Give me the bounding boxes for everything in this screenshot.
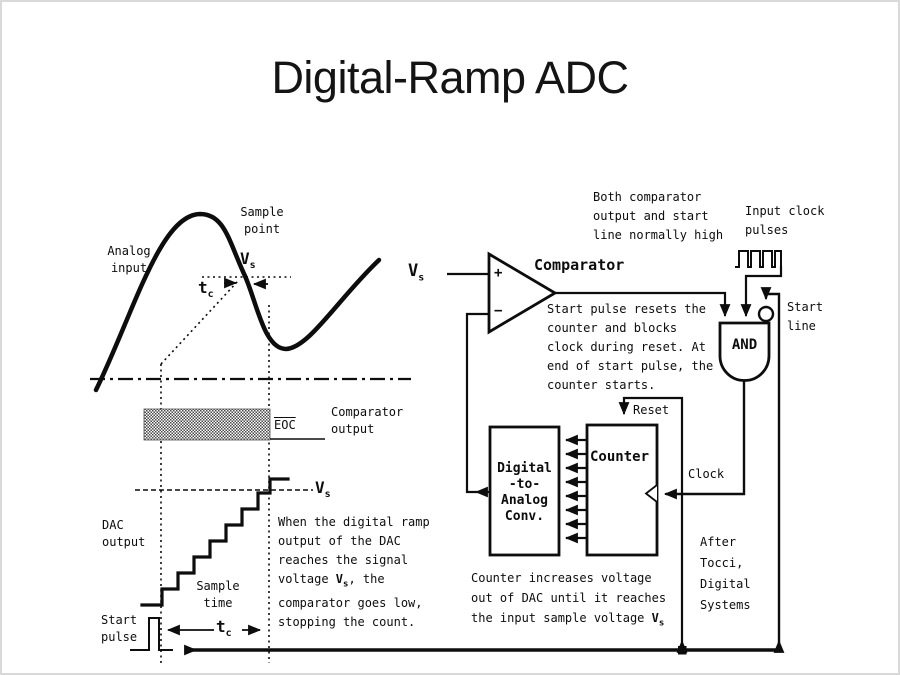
wire-junction-dot	[678, 646, 687, 655]
dac-box	[488, 425, 561, 557]
comparator-output-label: Comparator output	[331, 405, 404, 436]
comparator-minus-sign: −	[494, 303, 503, 319]
digital-bus-arrows	[564, 434, 587, 544]
counter-label: Counter	[590, 449, 650, 465]
clock-input-wire	[744, 266, 783, 312]
input-clock-pulses-label: Input clock pulses	[745, 204, 825, 237]
credit-note: After Tocci, Digital Systems	[700, 535, 751, 612]
reset-label: Reset	[633, 403, 670, 417]
start-pulse-waveform	[130, 617, 173, 651]
clock-pulses-icon	[735, 250, 782, 268]
dac-converter-label: Digital -to- Analog Conv.	[497, 461, 552, 524]
and-gate-label: AND	[731, 337, 758, 353]
and-output-wire	[666, 380, 746, 496]
clock-wedge-icon	[644, 484, 658, 503]
dac-staircase	[140, 477, 290, 607]
and-gate-symbol	[718, 321, 771, 382]
comparator-plus-sign: +	[494, 265, 503, 281]
tc-conversion-label: tc	[198, 278, 214, 301]
eoc-label: EOC	[274, 418, 296, 432]
comparator-output-bar	[143, 408, 271, 441]
dotted-diagonal	[160, 280, 239, 365]
sample-point-label: Sample point	[240, 205, 284, 236]
when-ramp-note: When the digital ramp output of the DAC …	[278, 515, 430, 630]
clock-label: Clock	[688, 467, 725, 481]
start-pulse-label: Start pulse	[101, 613, 138, 644]
dac-output-label: DAC output	[102, 518, 146, 549]
minus-feedback-wire	[465, 312, 490, 494]
inverter-bubble-icon	[757, 305, 775, 323]
comparator-symbol	[487, 251, 558, 335]
comparator-label: Comparator	[534, 256, 625, 274]
normally-high-note: Both comparator output and start line no…	[593, 190, 724, 242]
circuit-diagram	[447, 250, 785, 655]
page-title: Digital-Ramp ADC	[271, 52, 629, 103]
vs-sample-label: Vs	[240, 249, 256, 272]
counter-increases-note: Counter increases voltage out of DAC unt…	[471, 571, 667, 629]
vs-level-label: Vs	[315, 478, 331, 501]
start-line-label: Start line	[787, 300, 824, 333]
vs-input-label: Vs	[408, 261, 425, 284]
sample-time-label: Sample time	[196, 579, 240, 610]
tc-span-label: tc	[216, 617, 232, 640]
counter-box	[585, 423, 659, 557]
start-pulse-resets-note: Start pulse resets the counter and block…	[547, 302, 714, 392]
analog-input-label: Analog input	[107, 244, 151, 275]
analog-signal-curve	[93, 211, 382, 393]
